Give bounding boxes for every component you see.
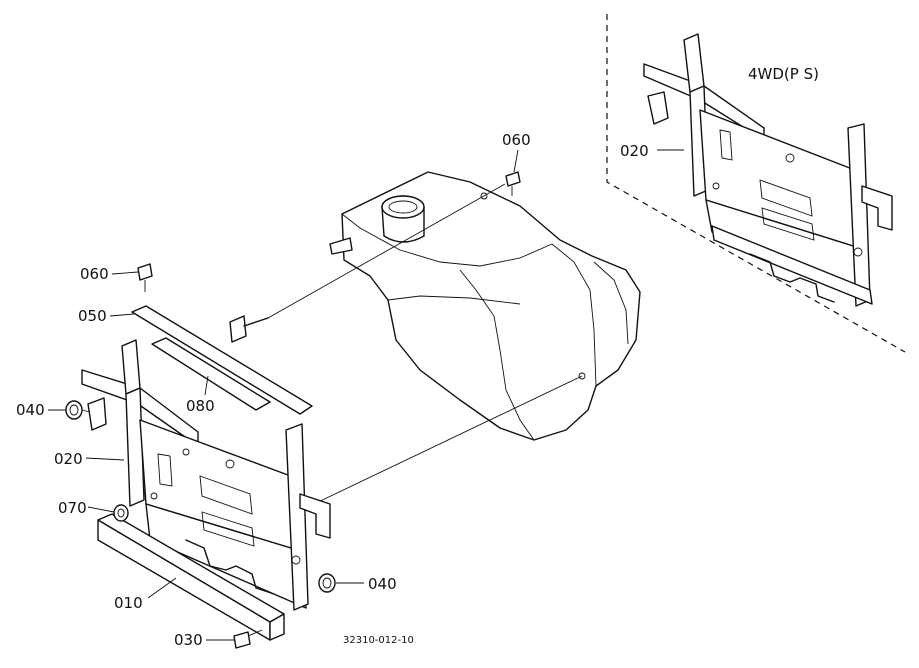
- nut-040-right: [318, 573, 336, 593]
- callout-060-left: 060: [80, 265, 109, 283]
- callout-040-right: 040: [368, 575, 397, 593]
- bolt-060-top: [505, 171, 521, 196]
- tank-strap-upper: [267, 183, 506, 319]
- fuel-tank: [329, 171, 641, 441]
- nut-070: [113, 504, 129, 522]
- leader-lines: [48, 149, 519, 641]
- inset-bracket: [643, 33, 893, 307]
- callout-030: 030: [174, 631, 203, 649]
- drawing-number: 32310-012-10: [343, 635, 414, 646]
- tank-strap-lower: [313, 375, 583, 505]
- inset-title: 4WD(P S): [748, 65, 819, 83]
- bolt-030: [233, 629, 263, 649]
- callout-060-top: 060: [502, 131, 531, 149]
- inset-border: [606, 14, 906, 353]
- callout-040-left: 040: [16, 401, 45, 419]
- nut-040-left: [65, 400, 91, 420]
- callout-070: 070: [58, 499, 87, 517]
- callout-labels: 060 060 050 080 040 020 070 010 030 040 …: [16, 131, 531, 649]
- inset-region: 4WD(P S) 020: [606, 14, 906, 353]
- callout-020-inset: 020: [620, 142, 649, 160]
- callout-050: 050: [78, 307, 107, 325]
- bolt-060-left: [137, 263, 153, 292]
- callout-020-main: 020: [54, 450, 83, 468]
- callout-010: 010: [114, 594, 143, 612]
- callout-080: 080: [186, 397, 215, 415]
- main-bracket-assembly: [65, 171, 521, 649]
